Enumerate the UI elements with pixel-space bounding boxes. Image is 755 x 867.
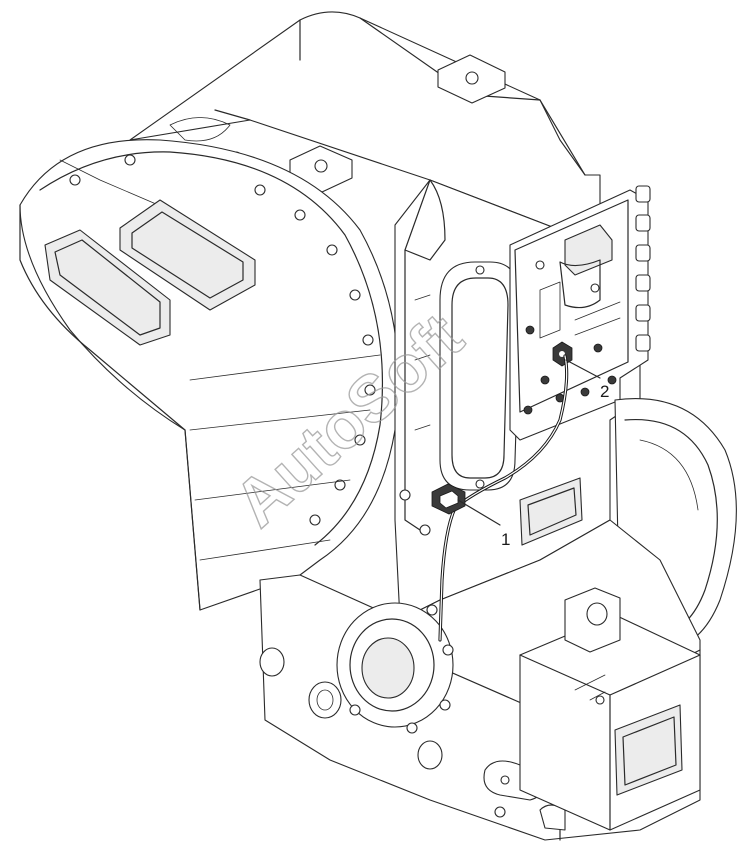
bell-housing <box>19 139 399 611</box>
cable-harness <box>438 354 569 642</box>
callout-leaders <box>457 359 601 526</box>
callout-2: 2 <box>600 382 609 401</box>
lower-right-block <box>519 587 701 831</box>
connector-1 <box>431 483 466 515</box>
callout-1: 1 <box>501 530 510 549</box>
inspection-cover <box>439 261 521 491</box>
